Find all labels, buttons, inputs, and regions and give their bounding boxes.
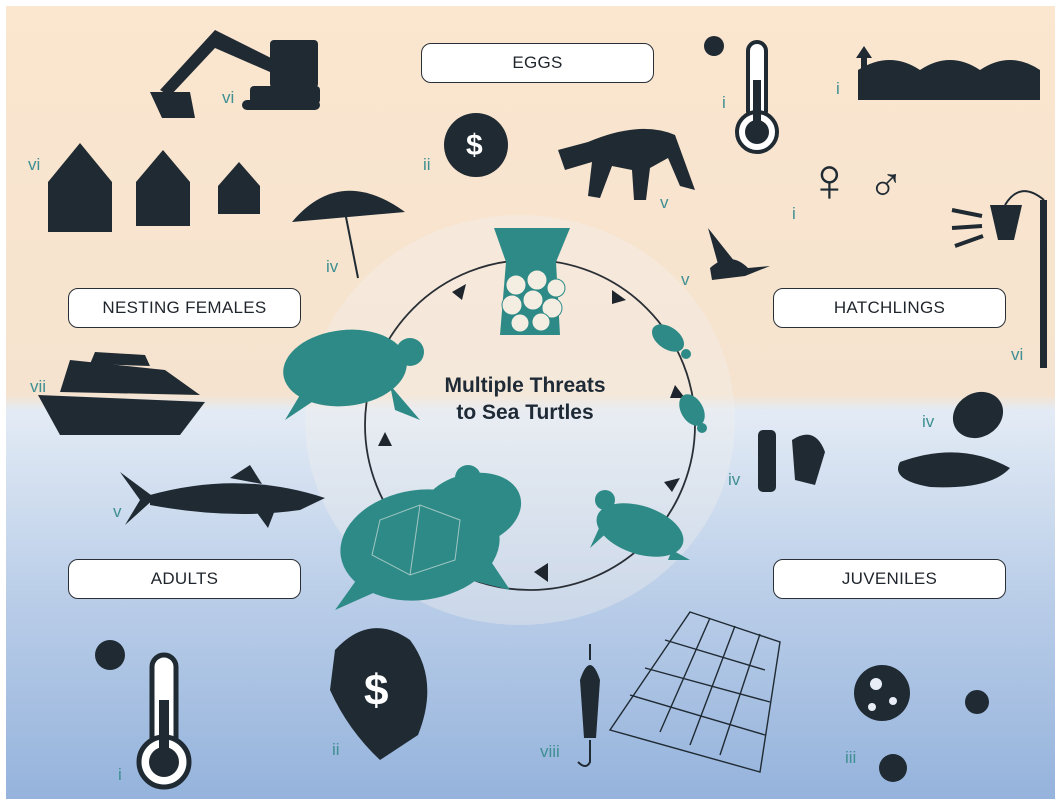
boat-icon	[38, 352, 205, 435]
marker-heat-adults: i	[118, 765, 122, 784]
stage-label-juveniles: JUVENILES	[773, 559, 1006, 599]
diagram-title: Multiple Threats to Sea Turtles	[405, 372, 645, 426]
virus-disease-icon	[854, 665, 989, 782]
title-line-1: Multiple Threats	[444, 374, 606, 397]
marker-oil: iv	[922, 412, 935, 431]
fishing-lure-icon	[577, 644, 600, 767]
shark-icon	[120, 465, 325, 528]
cycle-arrow-adults	[534, 563, 548, 582]
stage-label-adults: ADULTS	[68, 559, 301, 599]
female-symbol-icon: ♀	[806, 146, 853, 215]
marker-coyote: v	[660, 193, 669, 212]
stage-label-eggs: EGGS	[421, 43, 654, 83]
marker-bird: v	[681, 270, 690, 289]
fishing-net-icon	[608, 611, 781, 773]
marker-plastic: iv	[728, 470, 741, 489]
marker-money-shell: ii	[332, 740, 340, 759]
male-symbol-icon: ♂	[868, 159, 904, 212]
marker-sex-ratio: i	[792, 204, 796, 223]
marker-sea-rise: i	[836, 79, 840, 98]
thermometer-adults-icon	[95, 640, 192, 790]
cycle-arrow-juveniles	[664, 478, 680, 492]
plastic-waste-icon	[758, 430, 825, 492]
thermometer-eggs-icon	[704, 36, 779, 154]
hatchling-turtles-icon	[651, 324, 707, 433]
beach-umbrella-icon	[292, 190, 405, 279]
nesting-female-turtle-icon	[283, 329, 424, 420]
oil-spill-icon	[898, 391, 1010, 488]
marker-excavator: vi	[222, 88, 235, 107]
marker-shark: v	[113, 502, 122, 521]
dollar-sign-shell: $	[364, 666, 389, 715]
stage-label-nesting-females: NESTING FEMALES	[68, 288, 301, 328]
marker-money-coin: ii	[423, 155, 431, 174]
street-light-icon	[951, 190, 1047, 368]
houses-icon	[48, 143, 260, 232]
marker-umbrella: iv	[326, 257, 339, 276]
dollar-sign-coin: $	[466, 129, 483, 162]
cycle-arrow-nesting-to-eggs	[452, 284, 466, 300]
title-line-2: to Sea Turtles	[456, 401, 594, 424]
marker-fishing-gear: viii	[540, 742, 560, 761]
marker-heat-eggs: i	[722, 93, 726, 112]
sea-level-rise-icon	[856, 46, 1040, 100]
cycle-arrow-to-nesting	[378, 432, 392, 446]
excavator-icon	[150, 30, 320, 118]
cycle-arrow-hatchlings	[670, 385, 685, 398]
adult-turtles-icon	[335, 465, 522, 610]
coyote-icon	[558, 128, 695, 200]
tortoiseshell-trade-icon	[330, 628, 428, 760]
marker-boat: vii	[30, 377, 47, 396]
money-coin-icon	[444, 113, 508, 177]
egg-nest-icon	[494, 228, 570, 335]
juvenile-turtle-icon	[590, 490, 690, 560]
cycle-arrow-eggs	[612, 290, 626, 304]
marker-disease: iii	[845, 748, 857, 767]
marker-light: vi	[1011, 345, 1024, 364]
stage-label-hatchlings: HATCHLINGS	[773, 288, 1006, 328]
bird-icon	[708, 228, 770, 280]
marker-houses: vi	[28, 155, 41, 174]
